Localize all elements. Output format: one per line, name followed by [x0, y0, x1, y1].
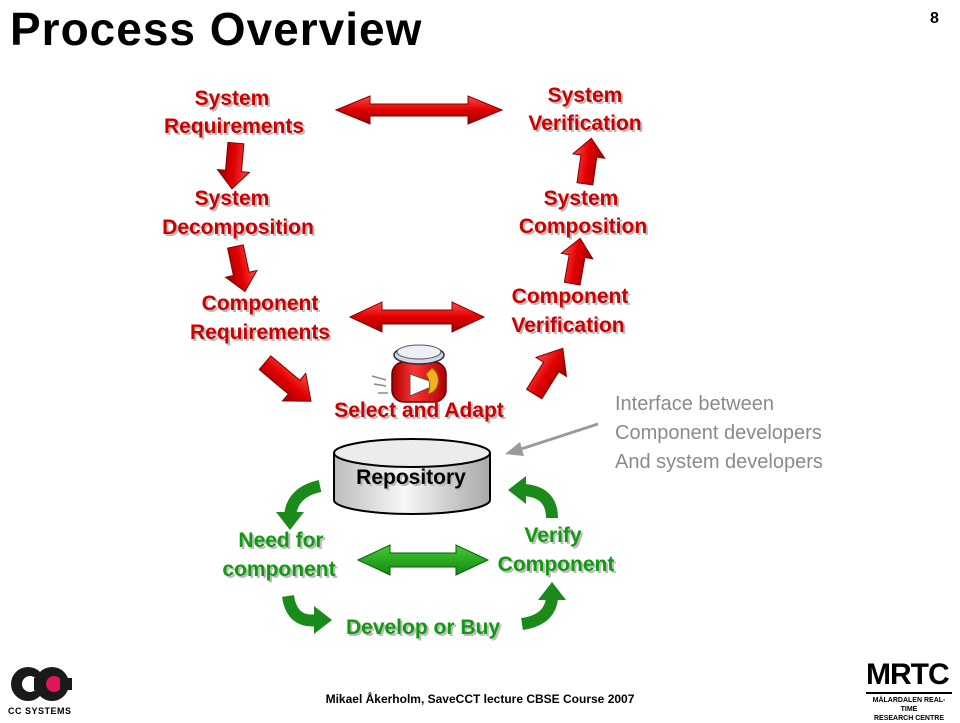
note-line: And system developers: [615, 451, 823, 473]
interface-pointer-arrow: [505, 422, 599, 456]
green-arrow-need-to-develop: [282, 594, 332, 634]
svg-text:Composition: Composition: [519, 215, 647, 238]
slide-title: Process Overview: [10, 3, 423, 55]
svg-text:System: System: [195, 87, 270, 110]
node-repository: Repository Repository: [356, 466, 468, 491]
svg-text:Verification: Verification: [513, 316, 626, 339]
svg-text:System: System: [544, 187, 619, 210]
mrtc-logo-subtitle: MÄLARDALEN REAL-TIME: [872, 697, 946, 713]
svg-text:Component: Component: [498, 553, 615, 576]
green-arrow-verify-to-repo: [508, 476, 558, 519]
svg-text:Need for: Need for: [238, 529, 323, 552]
svg-text:Verify: Verify: [524, 524, 582, 547]
svg-text:Verify: Verify: [526, 526, 584, 549]
component-jar-icon: [371, 344, 447, 403]
repository-database-icon: [333, 438, 491, 515]
svg-text:Develop or Buy: Develop or Buy: [348, 618, 502, 641]
svg-text:System: System: [548, 84, 623, 107]
double-arrow-component-level: [348, 301, 486, 333]
svg-text:Component: Component: [512, 285, 629, 308]
svg-text:System: System: [546, 189, 621, 212]
page-number: 8: [930, 10, 939, 27]
arrow-composition-to-sys-verif: [571, 137, 606, 186]
node-system-requirements: System System Requirements Requirements: [164, 87, 306, 140]
svg-text:Select and Adapt: Select and Adapt: [334, 399, 504, 422]
double-arrow-system-level: [334, 95, 504, 125]
svg-text:Component: Component: [500, 555, 617, 578]
arrow-select-to-comp-verif: [525, 347, 568, 400]
svg-text:Composition: Composition: [521, 217, 649, 240]
svg-text:System: System: [197, 189, 272, 212]
svg-text:Decomposition: Decomposition: [164, 218, 316, 241]
node-need-for-component: Need for Need for component component: [222, 529, 337, 583]
node-system-composition: System System Composition Composition: [519, 187, 649, 240]
node-develop-or-buy: Develop or Buy Develop or Buy: [346, 616, 502, 641]
svg-text:Requirements: Requirements: [192, 323, 332, 346]
cc-systems-logo-text: CC SYSTEMS: [8, 706, 72, 716]
node-verify-component: Verify Verify Component Component: [498, 524, 617, 578]
mrtc-logo-divider: [866, 692, 952, 694]
node-system-verification: System System Verification Verification: [528, 84, 643, 137]
mrtc-logo-name: MRTC: [866, 658, 950, 691]
node-select-and-adapt: Select and Adapt Select and Adapt: [334, 399, 506, 424]
mrtc-logo-subtitle: RESEARCH CENTRE: [873, 715, 944, 722]
svg-text:Select and Adapt: Select and Adapt: [336, 401, 506, 424]
arrow-comp-req-to-select: [258, 355, 312, 402]
svg-text:Develop or Buy: Develop or Buy: [346, 616, 500, 639]
svg-text:Need for: Need for: [240, 531, 325, 554]
svg-text:Repository: Repository: [356, 466, 466, 489]
svg-text:component: component: [224, 560, 337, 583]
arrow-req-to-decomp: [216, 141, 251, 190]
node-component-requirements: Component Component Requirements Require…: [190, 292, 332, 346]
svg-text:Requirements: Requirements: [166, 117, 306, 140]
note-line: Interface between: [615, 393, 774, 415]
node-component-verification: Component Component Verification Verific…: [511, 285, 630, 339]
node-system-decomposition: System System Decomposition Decompositio…: [162, 187, 316, 241]
interface-note: Interface between Component developers A…: [615, 390, 823, 477]
green-double-arrow: [356, 544, 490, 576]
svg-text:Repository: Repository: [358, 468, 468, 491]
footer-credit: Mikael Åkerholm, SaveCCT lecture CBSE Co…: [325, 692, 635, 706]
svg-text:Verification: Verification: [528, 112, 641, 135]
svg-text:Component: Component: [514, 287, 631, 310]
svg-text:Verification: Verification: [511, 314, 624, 337]
svg-text:Requirements: Requirements: [190, 321, 330, 344]
arrow-decomp-to-comp-req: [224, 244, 258, 293]
svg-text:System: System: [550, 86, 625, 109]
svg-text:Component: Component: [204, 294, 321, 317]
mrtc-logo: MRTC MÄLARDALEN REAL-TIME RESEARCH CENTR…: [866, 660, 952, 723]
svg-text:Requirements: Requirements: [164, 115, 304, 138]
green-arrow-repo-to-need: [276, 480, 322, 530]
svg-text:component: component: [222, 558, 335, 581]
cc-systems-logo-icon: [11, 667, 72, 701]
svg-text:Decomposition: Decomposition: [162, 216, 314, 239]
svg-text:Verification: Verification: [530, 114, 643, 137]
svg-text:System: System: [197, 89, 272, 112]
svg-text:Component: Component: [202, 292, 319, 315]
arrow-comp-verif-to-composition: [560, 237, 594, 286]
green-arrow-develop-to-verify: [520, 582, 566, 630]
svg-text:System: System: [195, 187, 270, 210]
note-line: Component developers: [615, 422, 822, 444]
